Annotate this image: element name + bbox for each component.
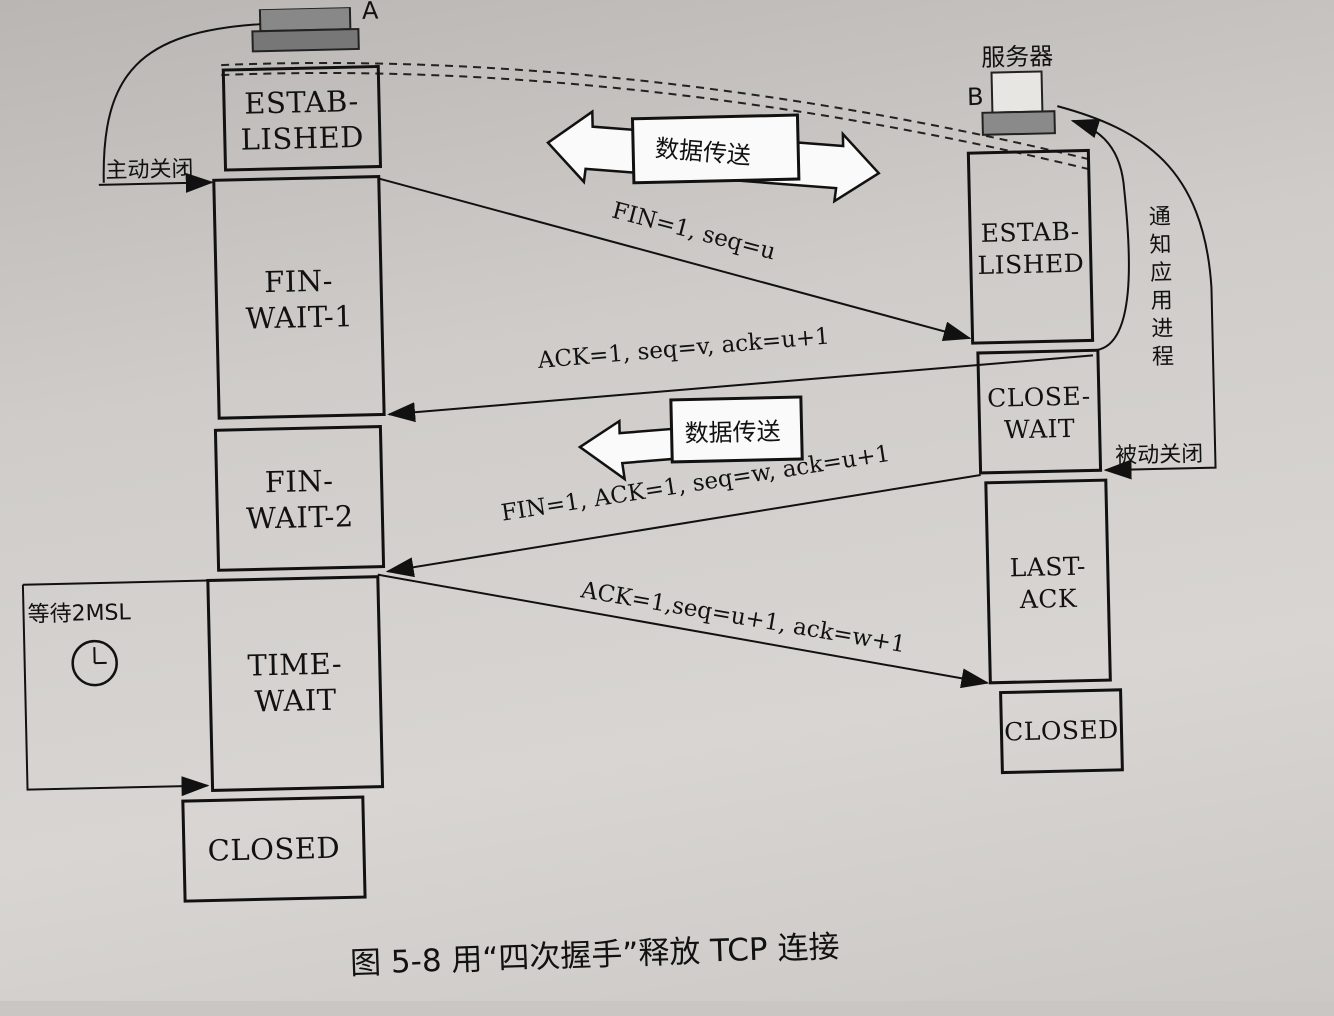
- b-state-last-ack: LAST- ACK: [987, 550, 1108, 617]
- a-state-fin-wait-1: FIN- WAIT-1: [216, 262, 383, 338]
- host-b-label: B: [967, 83, 984, 111]
- a-state-closed: CLOSED: [184, 829, 365, 869]
- computer-b-icon: [982, 71, 1055, 135]
- passive-close-label: 被动关闭: [1115, 436, 1204, 470]
- server-label: 服务器: [981, 36, 1054, 73]
- clock-icon: [72, 641, 117, 686]
- notify-app-label: 通知 应用 进程: [1145, 203, 1179, 372]
- computer-a-icon: [252, 7, 359, 51]
- active-close-label: 主动关闭: [105, 151, 194, 185]
- data-transfer-label-2: 数据传送: [684, 411, 781, 448]
- b-state-close-wait: CLOSE- WAIT: [979, 380, 1100, 447]
- b-state-closed: CLOSED: [1001, 714, 1122, 749]
- wait-2msl-label: 等待2MSL: [27, 594, 131, 628]
- a-state-time-wait: TIME- WAIT: [209, 645, 381, 721]
- b-state-established: ESTAB- LISHED: [970, 215, 1091, 282]
- a-state-established: ESTAB- LISHED: [224, 83, 381, 158]
- a-state-fin-wait-2: FIN- WAIT-2: [216, 462, 383, 538]
- host-a-label: A: [362, 0, 379, 25]
